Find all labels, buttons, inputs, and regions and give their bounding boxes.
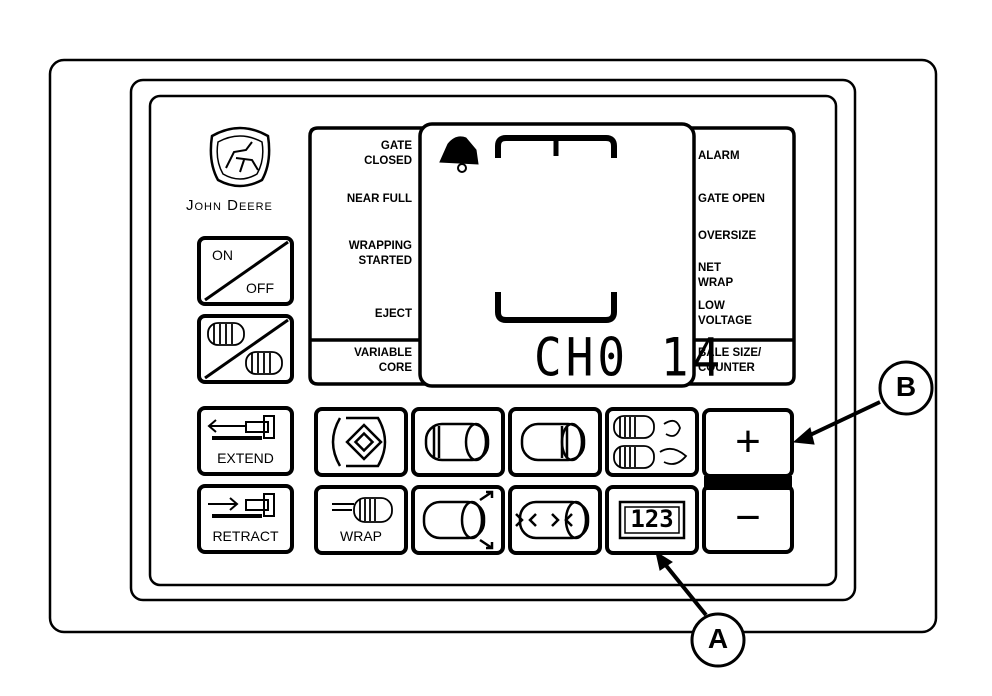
minus-label: − (735, 493, 761, 542)
bale-compression-button[interactable] (508, 485, 602, 555)
callout-b-leader (807, 400, 881, 438)
counter-display-icon (618, 500, 686, 540)
bale-icon-1 (424, 422, 490, 462)
baler-icon (439, 136, 479, 165)
net-wrap-label: NET WRAP (698, 262, 734, 289)
lcd-display (418, 122, 696, 388)
alarm-label: ALARM (698, 150, 740, 162)
right-label-box (688, 126, 796, 386)
wrap-label: WRAP (340, 528, 382, 544)
bale-icon-2 (520, 422, 586, 462)
variable-core-label: VARIABLE CORE (354, 347, 412, 374)
plus-label: + (735, 417, 761, 466)
john-deere-logo (209, 126, 271, 188)
counter-digits: 123 (630, 505, 674, 533)
bale-size-icon (422, 490, 494, 550)
extend-button[interactable] (197, 406, 294, 476)
bale-size-button[interactable] (411, 485, 505, 555)
console-panel (148, 94, 838, 587)
extend-label: EXTEND (217, 450, 274, 466)
eject-label: EJECT (374, 308, 412, 320)
wrap-button[interactable] (314, 485, 408, 555)
off-label: OFF (246, 280, 274, 296)
bale-compression-icon (515, 500, 590, 540)
wrap-icon (332, 497, 393, 523)
gate-closed-label: GATE CLOSED (364, 140, 412, 167)
brand-name: John Deere (186, 197, 273, 214)
wrap-turns-button[interactable] (605, 407, 699, 477)
retract-arrow-icon (208, 493, 275, 518)
retract-label: RETRACT (212, 528, 279, 544)
bale-shape-button-2[interactable] (508, 407, 602, 477)
on-off-button[interactable] (197, 236, 294, 306)
extend-arrow-icon (207, 415, 275, 440)
callout-a-leader (662, 561, 708, 617)
callout-a-circle (690, 612, 746, 668)
console-bezel (129, 78, 857, 602)
gate-open-label: GATE OPEN (698, 193, 765, 205)
oversize-label: OVERSIZE (698, 230, 757, 242)
retract-button[interactable] (197, 484, 294, 554)
bale-shape-button-1[interactable] (411, 407, 505, 477)
core-mode-button[interactable] (197, 314, 294, 384)
wrap-turns-icon (613, 415, 688, 469)
feed-button[interactable] (314, 407, 408, 477)
callout-b-label: B (895, 371, 917, 402)
callout-b-circle (878, 360, 934, 416)
console-housing (48, 58, 938, 634)
low-voltage-label: LOW VOLTAGE (698, 300, 752, 327)
left-label-box (308, 126, 427, 386)
minus-button[interactable] (702, 484, 794, 554)
counter-button[interactable] (605, 485, 699, 555)
lcd-readout: CH0 14 (534, 326, 725, 389)
near-full-label: NEAR FULL (346, 193, 412, 205)
on-label: ON (212, 247, 233, 263)
callout-a-label: A (707, 623, 729, 654)
feed-roll-icon (331, 416, 387, 468)
bale-chamber-bottom (495, 292, 617, 323)
bale-size-counter-label: BALE SIZE/ COUNTER (698, 347, 762, 374)
wrapping-started-label: WRAPPING STARTED (348, 240, 412, 267)
